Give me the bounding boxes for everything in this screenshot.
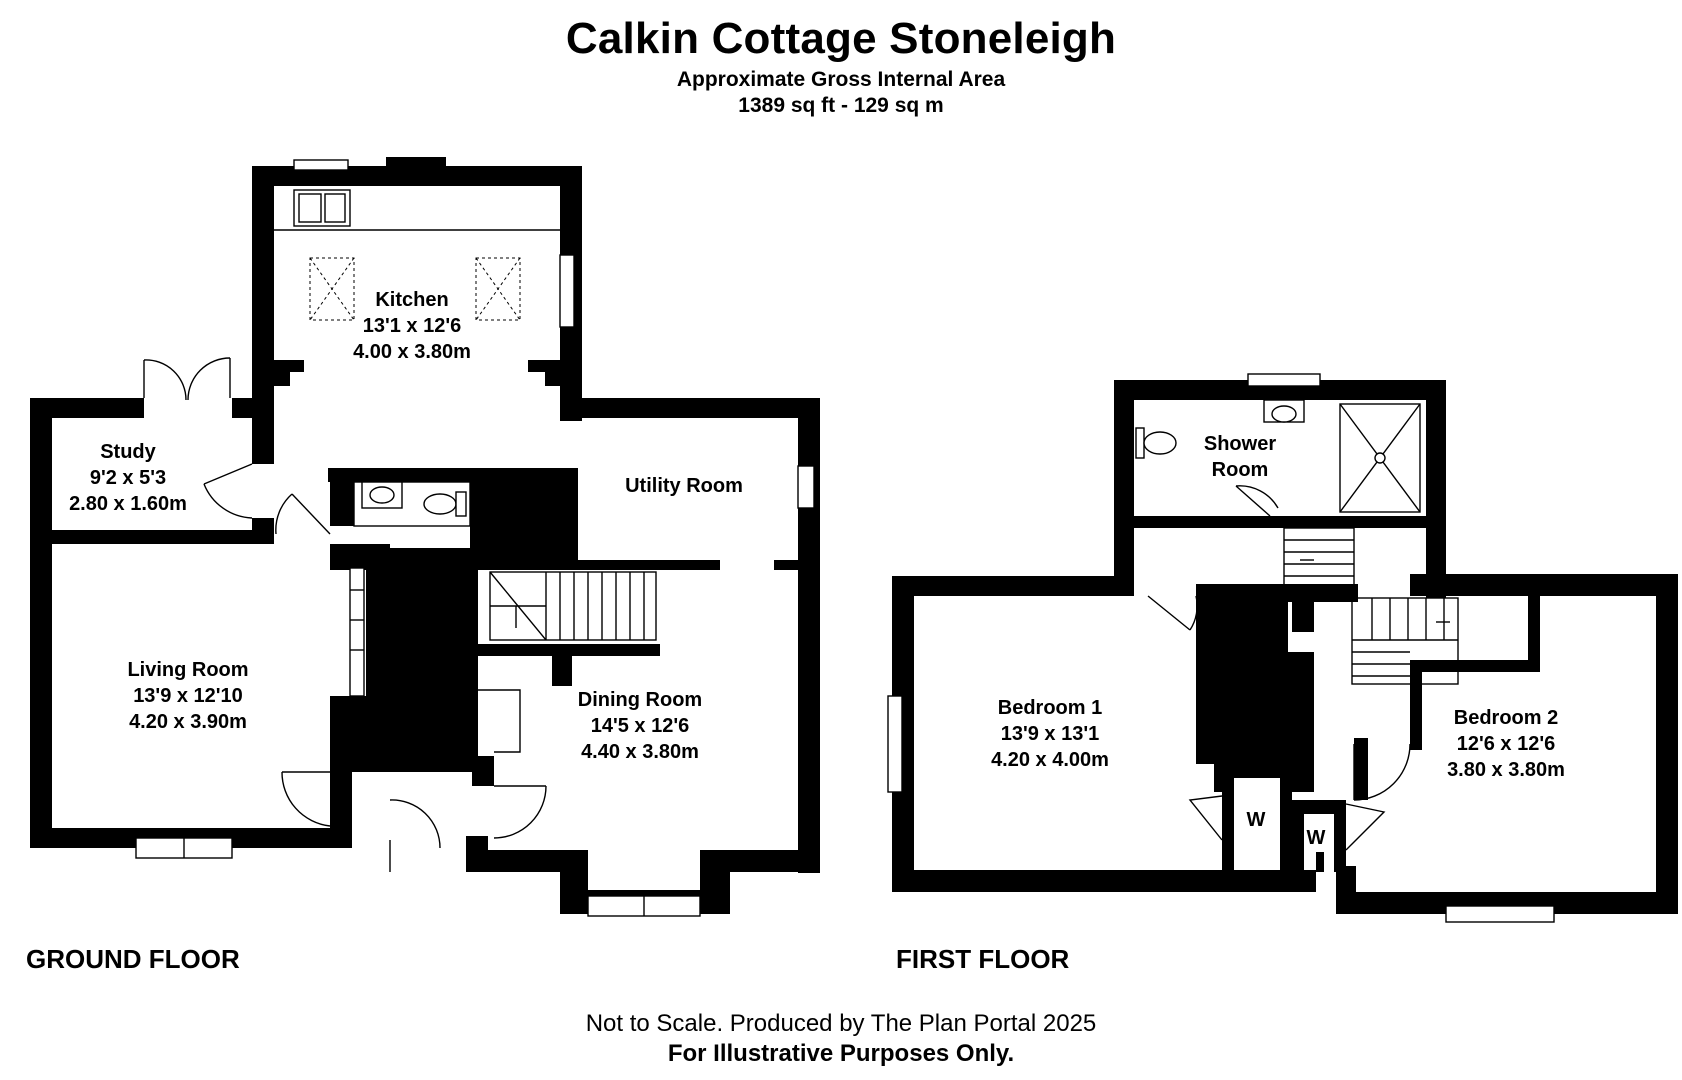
scale-note: Not to Scale. Produced by The Plan Porta…	[585, 1010, 1097, 1037]
chimney-breast-outline	[478, 689, 521, 753]
svg-text:Bedroom 1: Bedroom 1	[998, 697, 1102, 719]
bedroom-1-door	[1147, 595, 1198, 631]
study-label: Study 9'2 x 5'3 2.80 x 1.60m	[69, 441, 187, 515]
svg-text:Shower: Shower	[1204, 433, 1276, 455]
study-walls	[30, 398, 274, 848]
svg-text:4.00 x 3.80m: 4.00 x 3.80m	[353, 341, 471, 363]
first-floor-label: FIRST FLOOR	[896, 944, 1070, 974]
utility-room-label: Utility Room	[625, 475, 743, 497]
first-floor-plan: Shower Room Bedroom 1 13'9 x 13'1 4.20 x…	[887, 373, 1678, 923]
svg-text:4.40 x 3.80m: 4.40 x 3.80m	[581, 741, 699, 763]
kitchen-sink-icon	[293, 189, 351, 227]
wc-door	[275, 493, 331, 535]
utility-window	[797, 465, 815, 509]
svg-text:4.20 x 3.90m: 4.20 x 3.90m	[129, 711, 247, 733]
roof-skylight-icon	[475, 257, 521, 321]
bedroom-2-door	[1353, 743, 1411, 801]
svg-text:4.20 x 4.00m: 4.20 x 4.00m	[991, 749, 1109, 771]
svg-text:14'5 x 12'6: 14'5 x 12'6	[591, 715, 690, 737]
bedroom-1-window	[887, 695, 903, 793]
toilet-icon	[1135, 427, 1177, 459]
basin-icon	[1263, 399, 1305, 423]
bedroom-2-window	[1445, 905, 1555, 923]
wc-room	[353, 481, 471, 527]
ground-floor-label: GROUND FLOOR	[26, 944, 240, 974]
shower-room-label: Shower Room	[1204, 433, 1276, 481]
plan-area: 1389 sq ft - 129 sq m	[738, 94, 944, 117]
bedroom-1-label: Bedroom 1 13'9 x 13'1 4.20 x 4.00m	[991, 697, 1109, 771]
svg-text:Study: Study	[100, 441, 156, 463]
kitchen-side-window	[559, 254, 575, 328]
svg-text:3.80 x 3.80m: 3.80 x 3.80m	[1447, 759, 1565, 781]
front-door-right	[389, 785, 547, 872]
kitchen-rear-window	[293, 159, 349, 171]
bedroom-2-walls	[1336, 574, 1678, 914]
dining-room-label: Dining Room 14'5 x 12'6 4.40 x 3.80m	[578, 689, 702, 763]
living-room-walls	[30, 750, 352, 848]
svg-text:Kitchen: Kitchen	[375, 289, 448, 311]
svg-text:Bedroom 2: Bedroom 2	[1454, 707, 1558, 729]
svg-text:Living Room: Living Room	[127, 659, 248, 681]
plan-subtitle: Approximate Gross Internal Area	[676, 68, 1006, 91]
shower-room-door	[1235, 485, 1279, 517]
under-stair-shelves	[349, 567, 365, 697]
study-french-doors	[143, 357, 231, 401]
front-door-left	[281, 771, 331, 827]
ground-floor-plan: Kitchen 13'1 x 12'6 4.00 x 3.80m Study 9…	[30, 157, 820, 917]
bedroom-2-label: Bedroom 2 12'6 x 12'6 3.80 x 3.80m	[1447, 707, 1565, 781]
kitchen-label: Kitchen 13'1 x 12'6 4.00 x 3.80m	[353, 289, 471, 363]
wardrobe-2	[1292, 800, 1386, 872]
disclaimer: For Illustrative Purposes Only.	[667, 1040, 1015, 1067]
svg-text:13'1 x 12'6: 13'1 x 12'6	[363, 315, 462, 337]
wardrobe-1-label: W	[1247, 809, 1266, 831]
ground-floor-staircase	[489, 571, 657, 641]
first-floor-chimney	[1196, 596, 1314, 792]
roof-skylight-icon	[309, 257, 355, 321]
svg-text:2.80 x 1.60m: 2.80 x 1.60m	[69, 493, 187, 515]
bedroom-1-walls	[892, 576, 1358, 892]
svg-text:13'9 x 12'10: 13'9 x 12'10	[133, 685, 243, 707]
shower-room-walls	[1114, 380, 1446, 598]
svg-text:Dining Room: Dining Room	[578, 689, 702, 711]
shower-room-window	[1247, 373, 1321, 387]
wardrobe-1	[1188, 764, 1292, 870]
wardrobe-2-label: W	[1307, 827, 1326, 849]
svg-text:Room: Room	[1212, 459, 1269, 481]
plan-title: Calkin Cottage Stoneleigh	[565, 14, 1117, 63]
shower-tray-icon	[1339, 403, 1421, 513]
living-room-label: Living Room 13'9 x 12'10 4.20 x 3.90m	[127, 659, 248, 733]
svg-text:9'2 x 5'3: 9'2 x 5'3	[90, 467, 166, 489]
study-door	[203, 463, 253, 519]
svg-text:Utility Room: Utility Room	[625, 475, 743, 497]
svg-text:12'6 x 12'6: 12'6 x 12'6	[1457, 733, 1556, 755]
svg-text:13'9 x 13'1: 13'9 x 13'1	[1001, 723, 1100, 745]
